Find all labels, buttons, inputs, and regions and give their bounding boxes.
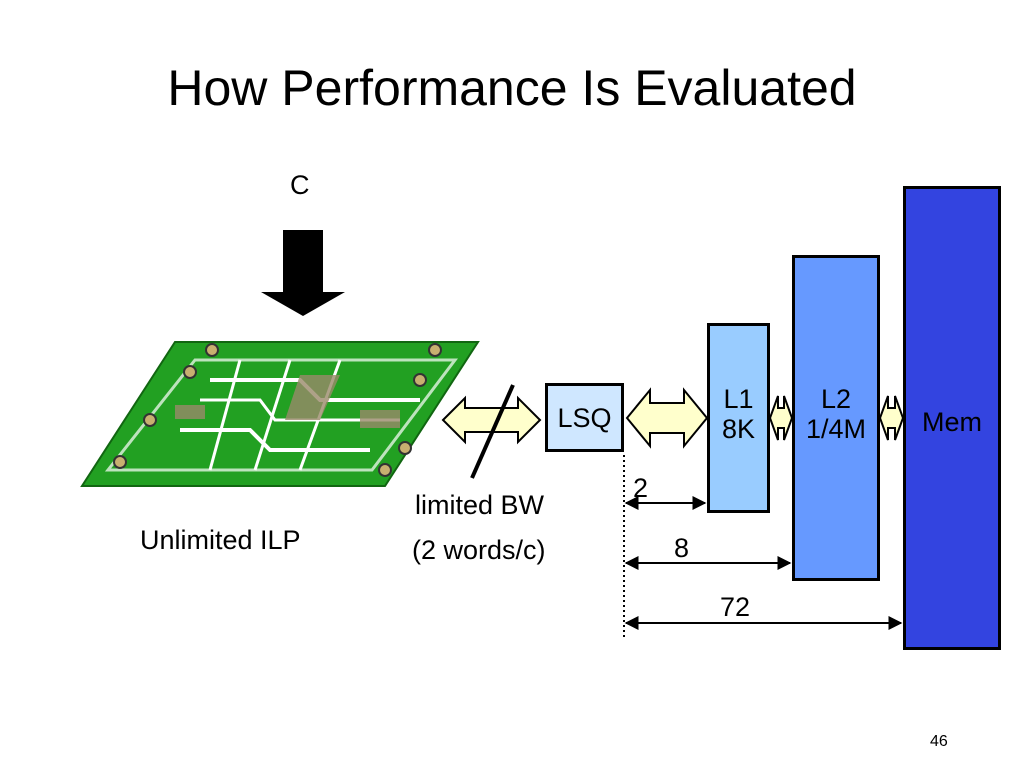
l1-label: L1 — [723, 384, 754, 414]
input-label: C — [290, 170, 310, 200]
processor-label: Unlimited ILP — [140, 525, 301, 555]
lsq-box: LSQ — [545, 383, 624, 452]
bus-label-line1: limited BW — [415, 490, 545, 520]
bus-arrow-l2-mem — [878, 395, 905, 441]
page-number: 46 — [930, 733, 948, 750]
l1-size: 8K — [721, 414, 756, 444]
slide-title: How Performance Is Evaluated — [167, 60, 857, 116]
memory-box: Mem — [903, 186, 1001, 650]
l2-cache-box: L2 1/4M — [792, 255, 880, 581]
latency-label-l1: 2 — [633, 473, 649, 503]
bandwidth-slash — [470, 384, 515, 479]
input-down-arrow — [261, 230, 345, 316]
mem-label: Mem — [922, 407, 982, 437]
latency-label-l2: 8 — [674, 533, 690, 563]
l2-label: L2 — [820, 384, 852, 414]
bus-arrow-lsq-l1 — [625, 387, 709, 449]
latency-label-mem: 72 — [720, 592, 751, 622]
bus-arrow-l1-l2 — [768, 395, 794, 441]
l2-size: 1/4M — [805, 414, 867, 444]
lsq-label: LSQ — [557, 402, 612, 433]
circuit-board-image — [80, 341, 480, 487]
bus-label-line2: (2 words/c) — [412, 535, 546, 565]
bus-arrow-cpu-lsq — [441, 395, 542, 445]
l1-cache-box: L1 8K — [707, 323, 770, 513]
